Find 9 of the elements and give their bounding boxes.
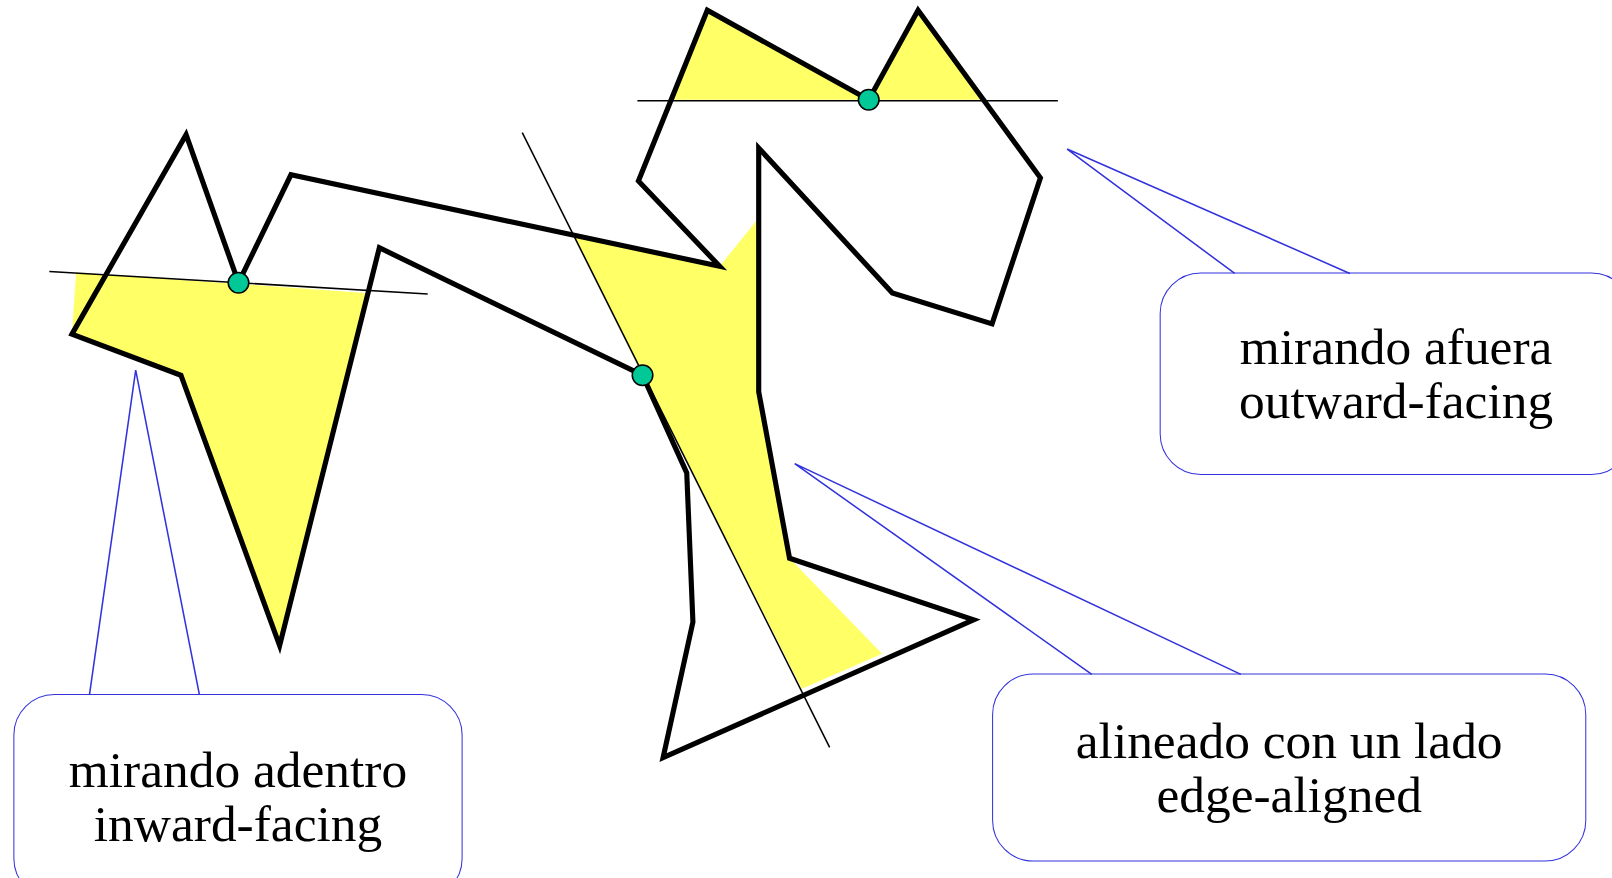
callout-text: alineado con un lado: [1075, 713, 1503, 768]
callout-text: inward-facing: [93, 796, 383, 851]
callout-text: mirando afuera: [1239, 319, 1553, 374]
callout-text: outward-facing: [1239, 373, 1554, 428]
callout-text: mirando adentro: [68, 742, 408, 797]
leader-line: [1066, 148, 1351, 275]
leader-line: [88, 369, 201, 696]
callout-text: edge-aligned: [1156, 767, 1422, 822]
leader-line: [793, 462, 1242, 676]
